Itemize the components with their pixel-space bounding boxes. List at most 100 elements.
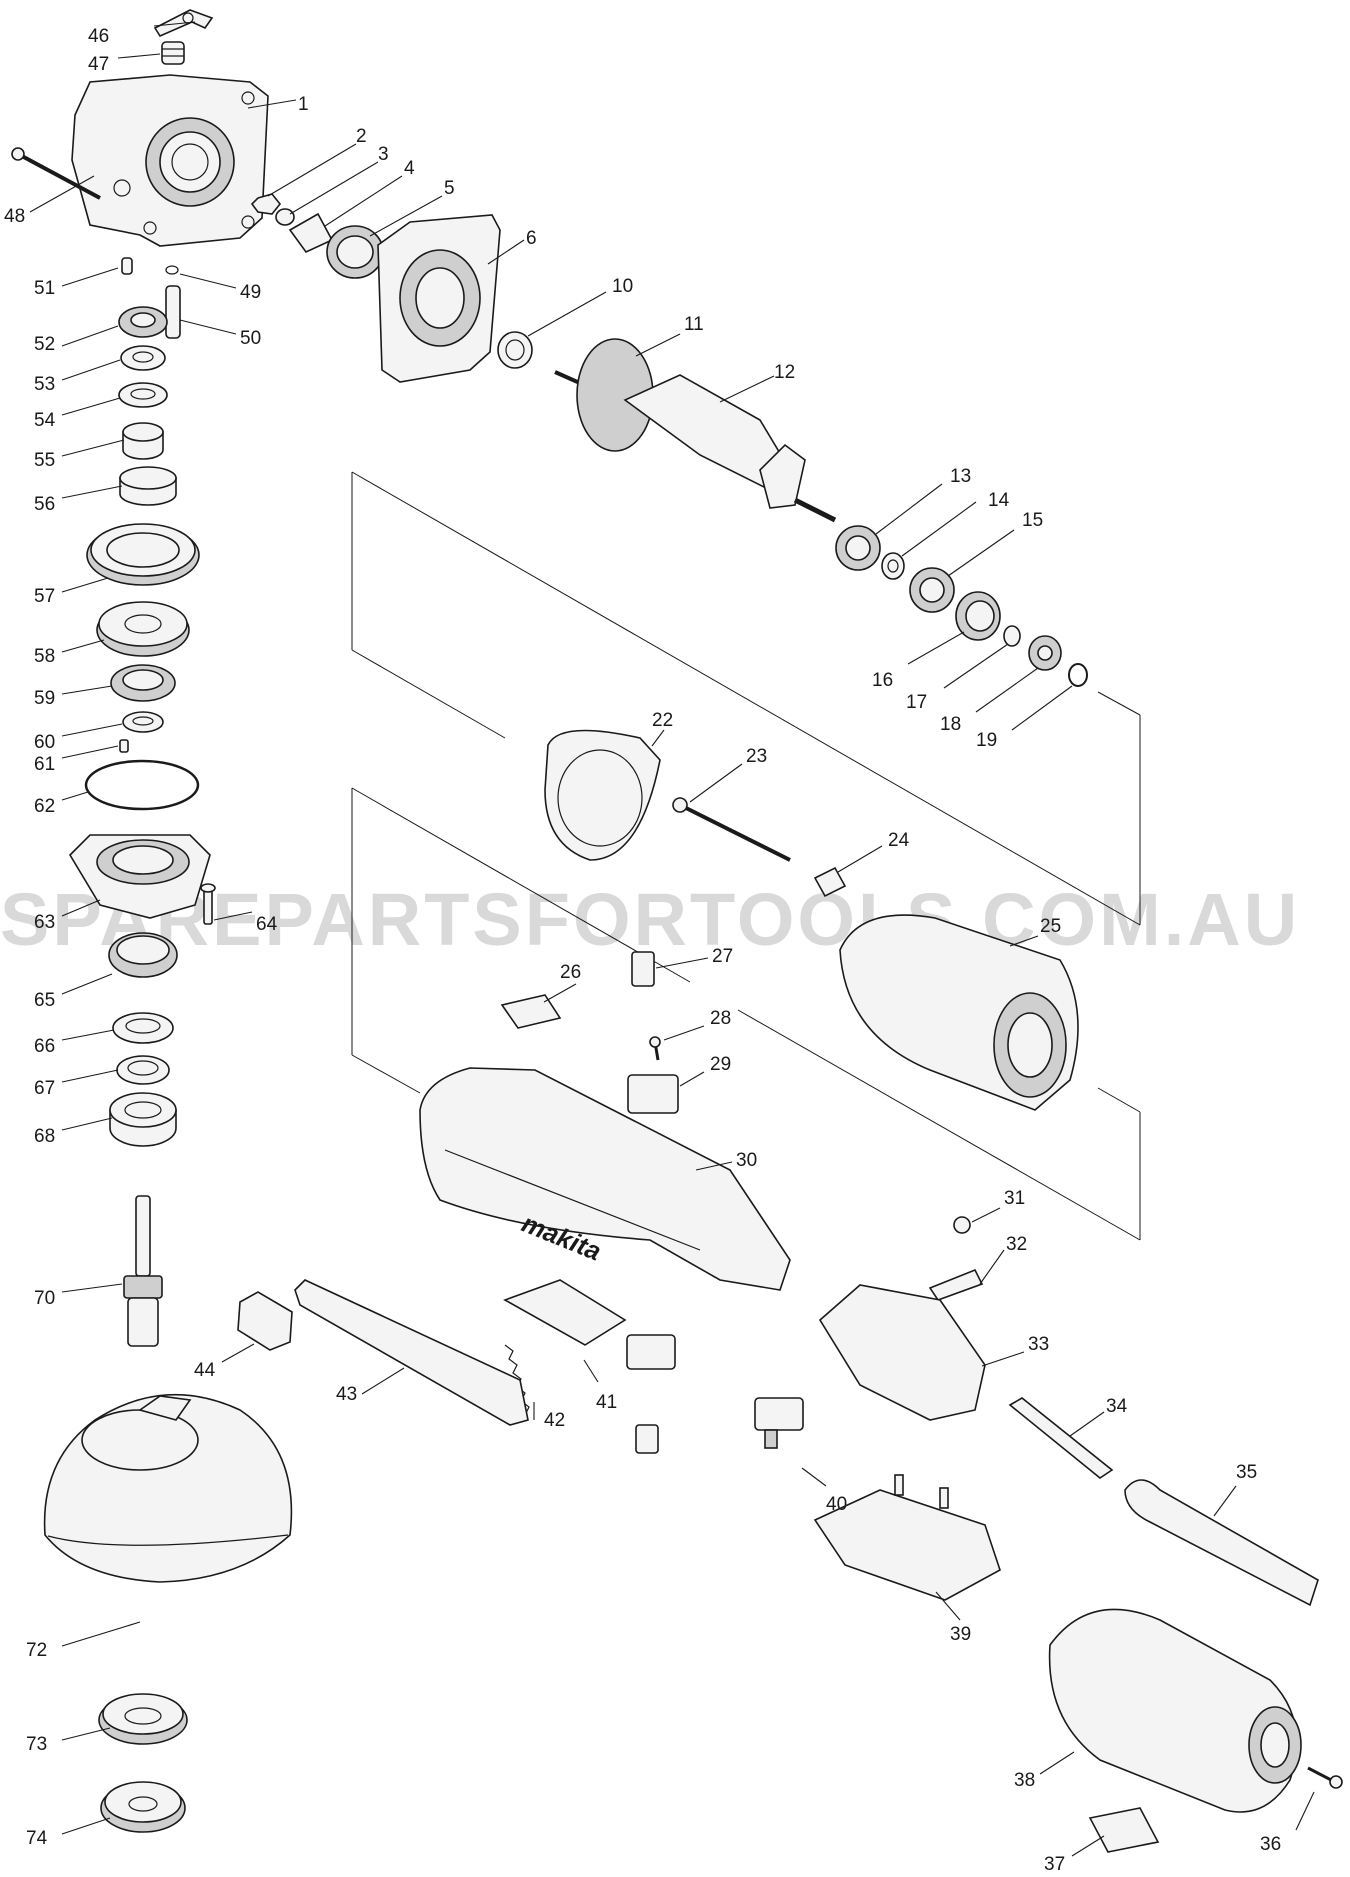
part-23-screw [672,797,791,862]
part-17-washer [1003,625,1021,647]
callout-40: 40 [826,1494,847,1515]
callout-73: 73 [26,1734,47,1755]
callout-74: 74 [26,1828,48,1849]
callout-42: 42 [544,1410,565,1431]
part-1-gear-housing [71,74,269,247]
callout-26: 26 [560,962,581,983]
callout-50: 50 [240,328,261,349]
part-11-12-armature [554,338,837,523]
part-47-spring [161,41,185,65]
callout-54: 54 [34,410,56,431]
callout-67: 67 [34,1078,55,1099]
callout-41: 41 [596,1392,617,1413]
callout-labels: 46 47 1 2 3 4 5 6 48 51 49 50 52 53 54 5… [4,21,1315,1875]
callout-36: 36 [1260,1834,1281,1855]
part-61-pin [119,739,129,753]
callout-23: 23 [746,746,767,767]
callout-58: 58 [34,646,55,667]
callout-52: 52 [34,334,55,355]
callout-17: 17 [906,692,927,713]
callout-24: 24 [888,830,910,851]
part-15-bearing [909,567,955,613]
callout-16: 16 [872,670,893,691]
part-33-noise-suppressor [818,1284,986,1421]
callout-19: 19 [976,730,997,751]
callout-12: 12 [774,362,795,383]
callout-39: 39 [950,1624,971,1645]
part-22-baffle-plate [544,729,661,861]
part-10-washer [497,331,533,369]
part-67-ring [116,1055,170,1085]
part-31-screw [953,1216,971,1234]
callout-22: 22 [652,710,673,731]
callout-46: 46 [88,26,109,47]
callout-29: 29 [710,1054,731,1075]
part-36-screw [1307,1766,1343,1789]
callout-2: 2 [356,126,367,147]
callout-14: 14 [988,490,1010,511]
callout-18: 18 [940,714,961,735]
callout-31: 31 [1004,1188,1025,1209]
part-60-washer [122,711,164,733]
part-48-bolt [11,147,101,200]
callout-32: 32 [1006,1234,1027,1255]
callout-47: 47 [88,54,109,75]
callout-33: 33 [1028,1334,1049,1355]
callout-59: 59 [34,688,55,709]
callout-63: 63 [34,912,55,933]
part-14-washer [881,552,905,580]
callout-64: 64 [256,914,278,935]
callout-56: 56 [34,494,55,515]
callout-43: 43 [336,1384,357,1405]
part-6-bearing-box [377,214,501,383]
part-63-bearing-box [68,834,211,919]
callout-49: 49 [240,282,261,303]
callout-6: 6 [526,228,537,249]
part-56-collar [119,466,177,506]
part-50-shaft [165,285,181,339]
part-27-carbon-brush [631,951,655,987]
callout-37: 37 [1044,1854,1065,1875]
callout-48: 48 [4,206,25,227]
callout-44: 44 [194,1360,216,1381]
callout-13: 13 [950,466,971,487]
part-39-controller [813,1474,1001,1601]
callout-61: 61 [34,754,55,775]
part-16-insulation-washer [955,591,1001,641]
part-68-labyrinth-ring [109,1092,177,1147]
assembly-outline [351,471,1141,1241]
callout-38: 38 [1014,1770,1035,1791]
part-38-rear-cover [1048,1608,1302,1813]
part-37-label [1088,1807,1160,1853]
callout-68: 68 [34,1126,55,1147]
callout-28: 28 [710,1008,731,1029]
part-53-washer [120,345,166,371]
part-65-bearing [108,932,178,978]
callout-30: 30 [736,1150,757,1171]
part-55-sleeve [122,422,164,460]
part-5-bearing [326,225,384,279]
callout-5: 5 [444,178,455,199]
part-41-label [503,1279,627,1346]
part-4-pinion [288,212,334,254]
part-28-screw [649,1036,661,1061]
callout-10: 10 [612,276,633,297]
part-49-ring [165,265,179,275]
callout-35: 35 [1236,1462,1257,1483]
part-40-switch [754,1397,804,1449]
callout-11: 11 [684,314,704,335]
part-74-lock-nut [100,1781,186,1833]
part-57-spiral-bevel-gear [86,523,200,586]
part-3-washer [275,208,295,226]
part-58-bearing-retainer [96,601,190,657]
callout-57: 57 [34,586,55,607]
part-18-bearing [1028,635,1062,671]
part-29-brush-holder [627,1074,679,1114]
callout-1: 1 [298,94,309,115]
part-62-o-ring [84,759,200,811]
part-44-slide-button [237,1291,293,1351]
callout-4: 4 [404,158,415,179]
part-19-ring [1068,663,1088,687]
part-70-spindle [123,1195,163,1347]
